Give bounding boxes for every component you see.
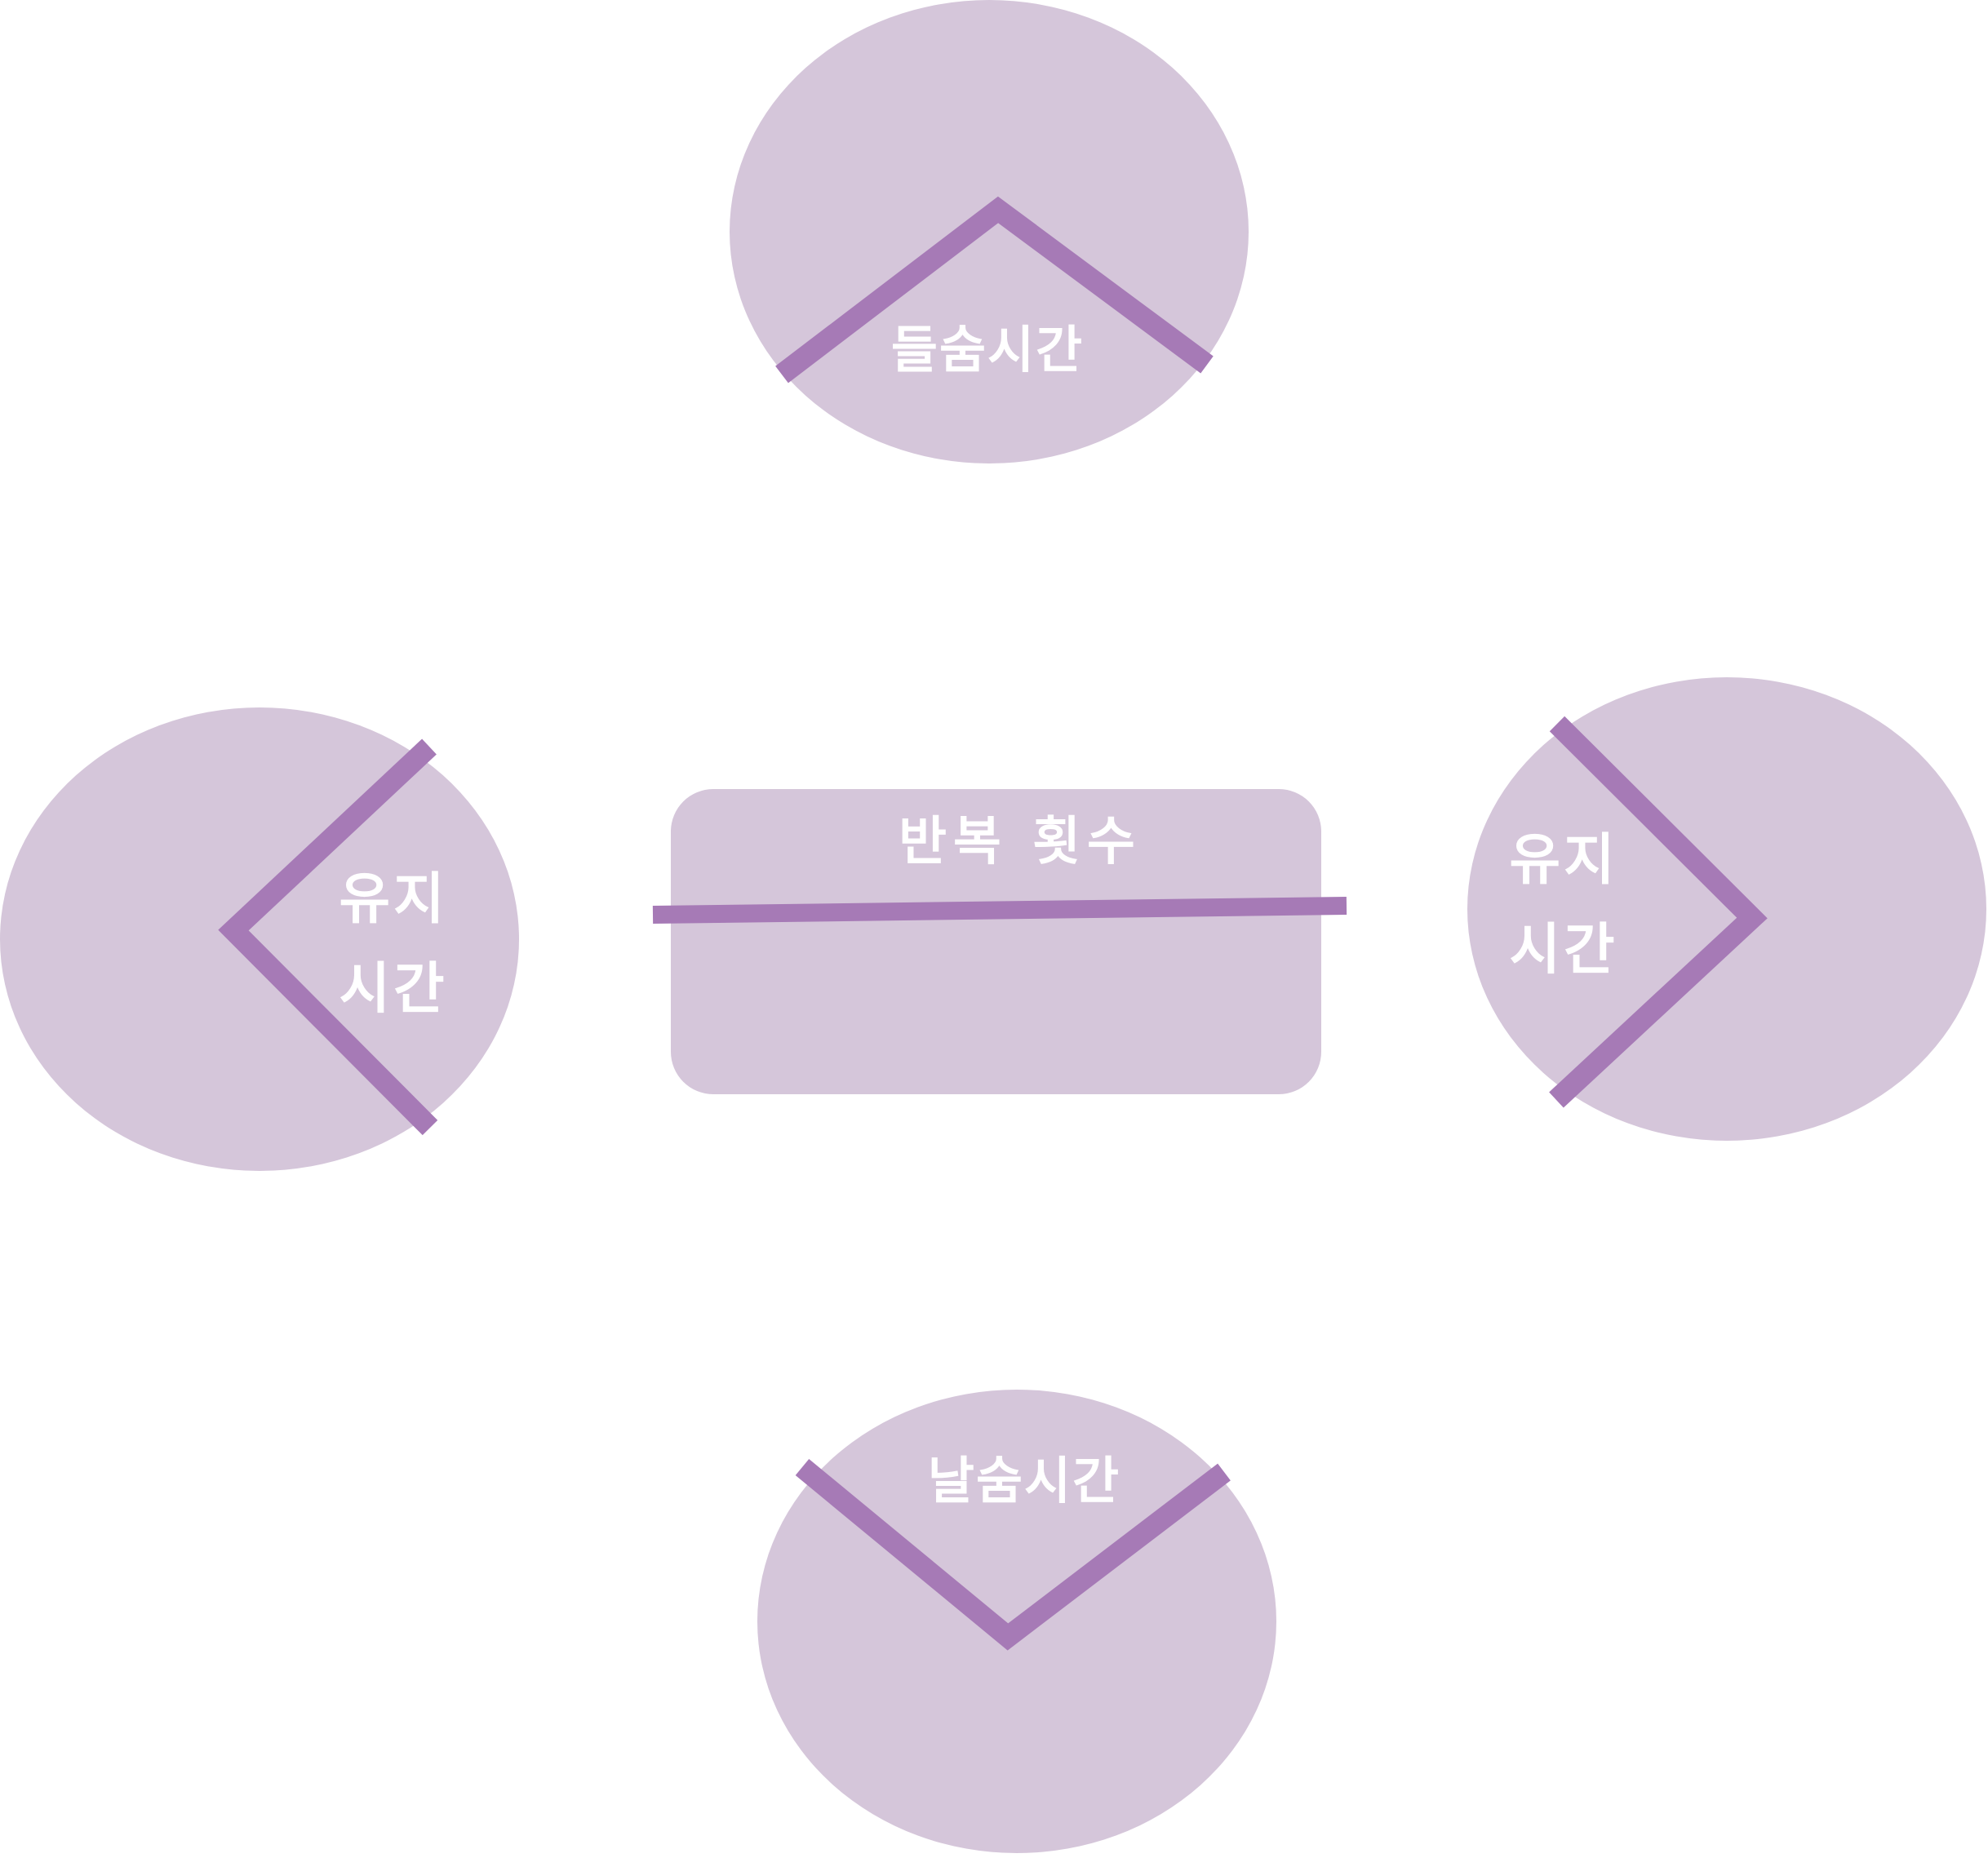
reps-label: 반복 횟수 xyxy=(899,812,1142,872)
hold-right-ellipse xyxy=(1467,677,1986,1141)
reps-divider-line xyxy=(652,897,1347,924)
inhale-chevron xyxy=(775,196,1214,384)
inhale-ellipse xyxy=(730,0,1249,463)
reps-card xyxy=(671,789,1321,1094)
hold-right-label: 유지 시간 xyxy=(1509,828,1618,982)
hold-right-chevron xyxy=(1549,716,1768,1108)
hold-left-ellipse xyxy=(0,707,519,1171)
exhale-chevron xyxy=(795,1458,1231,1651)
inhale-label: 들숨시간 xyxy=(890,320,1085,379)
exhale-label: 날숨시간 xyxy=(927,1451,1121,1510)
hold-left-label: 유지 시간 xyxy=(339,867,448,1022)
hold-left-chevron xyxy=(218,738,438,1136)
